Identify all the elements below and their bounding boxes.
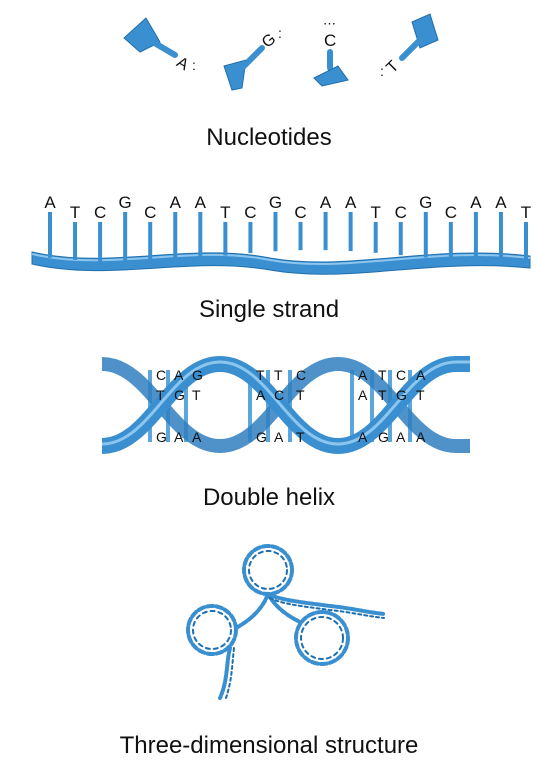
nucleotide-a: A : (123, 17, 196, 74)
helix-base-letter: T (274, 367, 283, 383)
helix-base-letter: A (256, 387, 266, 403)
helix-base-letter: A (274, 429, 284, 445)
supercoil-tail (218, 646, 232, 700)
helix-base-letter: G (396, 387, 407, 403)
nucleotides-section: A : G : ⋯ C T : Nucleotides (0, 0, 538, 160)
helix-base-letter: T (156, 387, 165, 403)
single-strand-base-letter: T (521, 203, 531, 222)
helix-base-letter: T (378, 367, 387, 383)
helix-base-letter: A (358, 387, 368, 403)
single-strand-base-letter: A (44, 193, 56, 212)
helix-base-letter: T (416, 387, 425, 403)
helix-base-letter: T (192, 387, 201, 403)
supercoil-loop-right (294, 610, 350, 666)
helix-base-letter: G (156, 429, 167, 445)
helix-base-letter: C (396, 367, 406, 383)
helix-base-letter: G (378, 429, 389, 445)
svg-text:⋯: ⋯ (323, 16, 336, 31)
helix-base-letter: A (192, 429, 202, 445)
supercoil-loop-left (186, 604, 238, 656)
single-strand-base-letter: T (220, 203, 230, 222)
supercoil-connector-1 (234, 592, 270, 630)
helix-base-letter: T (296, 429, 305, 445)
helix-base-letter: T (378, 387, 387, 403)
single-strand-base-letter: T (370, 203, 380, 222)
double-helix-caption: Double helix (202, 484, 336, 511)
single-strand-base-letter: A (495, 193, 507, 212)
three-d-illustration (186, 544, 386, 700)
nucleotide-t: T : (380, 13, 439, 79)
helix-base-letter: C (274, 387, 284, 403)
three-d-caption: Three-dimensional structure (119, 732, 419, 759)
single-strand-caption: Single strand (198, 296, 340, 323)
svg-text::: : (380, 63, 384, 79)
single-strand-base-letter: C (144, 203, 156, 222)
single-strand-base-letter: A (470, 193, 482, 212)
helix-base-letter: A (174, 367, 184, 383)
svg-text::: : (278, 25, 282, 41)
single-strand-base-letter: C (94, 203, 106, 222)
three-d-section: Three-dimensional structure (0, 530, 538, 773)
nucleotides-illustration: A : G : ⋯ C T : (123, 13, 439, 91)
svg-text::: : (192, 57, 196, 73)
nucleotide-c: ⋯ C (313, 16, 349, 87)
helix-base-letter: A (416, 429, 426, 445)
helix-base-letter: G (256, 429, 267, 445)
single-strand-base-letter: A (170, 193, 182, 212)
single-strand-base-letter: A (320, 193, 332, 212)
nucleotide-c-letter: C (324, 31, 336, 50)
single-strand-base-letter: A (195, 193, 207, 212)
nucleotide-g: G : (223, 25, 282, 91)
nucleotides-caption: Nucleotides (206, 124, 332, 151)
helix-base-letter: G (174, 387, 185, 403)
single-strand-base-letter: G (419, 193, 432, 212)
helix-base-letter: A (396, 429, 406, 445)
helix-base-letter: A (358, 429, 368, 445)
single-strand-base-letter: T (70, 203, 80, 222)
helix-base-letter: G (192, 367, 203, 383)
single-strand-base-letter: C (244, 203, 256, 222)
supercoil-loop-top (242, 544, 294, 596)
nucleotide-t-letter: T (383, 58, 402, 77)
helix-base-letter: T (296, 387, 305, 403)
helix-base-letter: A (358, 367, 368, 383)
single-strand-base-letter: C (395, 203, 407, 222)
single-strand-base-letter: G (269, 193, 282, 212)
single-strand-base-letter: A (345, 193, 357, 212)
helix-base-letter: C (296, 367, 306, 383)
single-strand-base-letter: G (119, 193, 132, 212)
helix-base-letter: A (416, 367, 426, 383)
helix-base-letter: C (156, 367, 166, 383)
single-strand-base-letter: C (445, 203, 457, 222)
helix-base-letter: A (174, 429, 184, 445)
helix-base-letter: T (256, 367, 265, 383)
single-strand-base-letter: C (294, 203, 306, 222)
